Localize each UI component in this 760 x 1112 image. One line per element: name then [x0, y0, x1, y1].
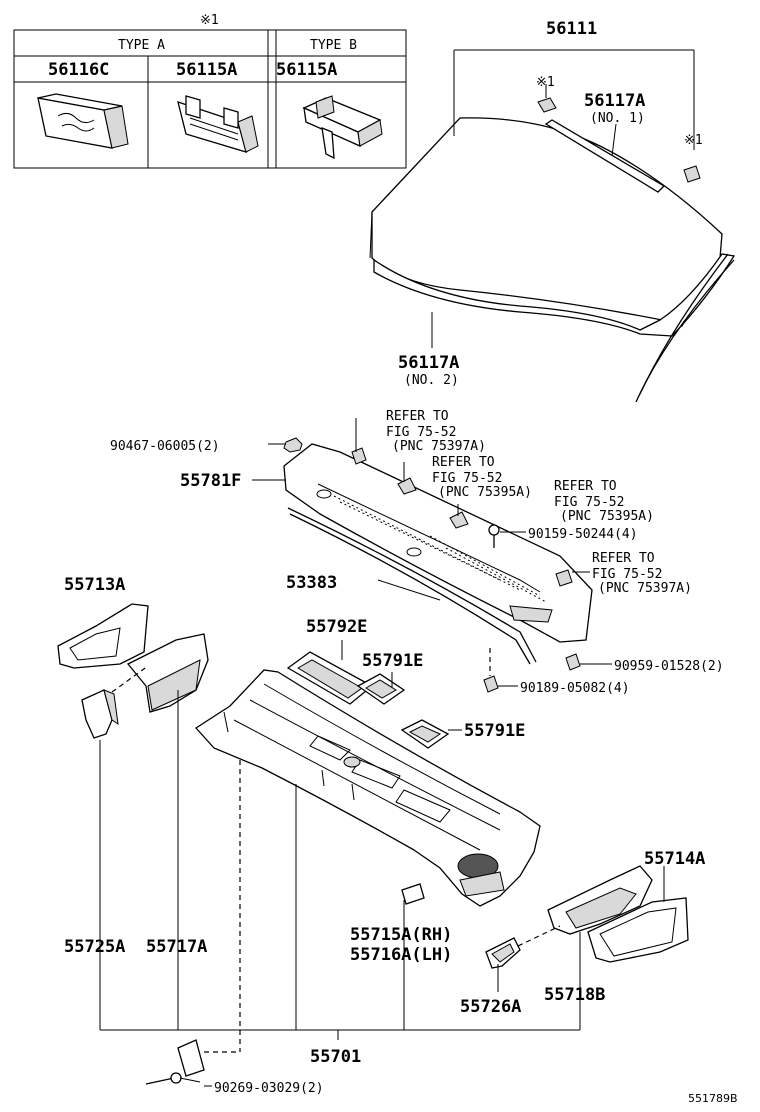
label-56111: 56111: [546, 19, 597, 39]
label-90467: 90467-06005(2): [110, 439, 220, 454]
lower-leaders: [99, 640, 665, 1087]
right-dash-link: [517, 925, 561, 947]
label-55716a-lh: 55716A(LH): [350, 945, 452, 965]
table-typeb-frame: [13, 29, 407, 169]
nut-90959: [565, 653, 581, 671]
vent-lid-55791e-2: [400, 719, 450, 749]
label-mark-right: ※1: [684, 133, 703, 148]
panel-55718b: [547, 865, 653, 935]
refer1-line2: FIG 75-52: [386, 425, 456, 440]
label-56117a-no2-note: (NO. 2): [404, 373, 459, 388]
label-90189: 90189-05082(4): [520, 681, 630, 696]
louver-leaders: [252, 418, 612, 687]
figure-id: 551789B: [688, 1092, 738, 1105]
cowl-top-55701: [195, 669, 541, 907]
label-90159: 90159-50244(4): [528, 527, 638, 542]
label-55717a: 55717A: [146, 937, 207, 957]
refer2-line3: (PNC 75395A): [438, 485, 532, 500]
refer4-line2: FIG 75-52: [592, 567, 662, 582]
label-55792e: 55792E: [306, 617, 367, 637]
label-55701: 55701: [310, 1047, 361, 1067]
refer3-line1: REFER TO: [554, 479, 617, 494]
panel-55713a: [57, 603, 149, 669]
brace-55725a: [81, 689, 119, 739]
windshield-56111: [369, 117, 723, 327]
type-b-label: TYPE B: [310, 38, 357, 53]
label-90959: 90959-01528(2): [614, 659, 724, 674]
clip-90189: [483, 675, 499, 693]
label-mark-left: ※1: [536, 75, 555, 90]
label-56117a-no1-note: (NO. 1): [590, 111, 645, 126]
reference-table: ※1 TYPE A TYPE B 56116C 56115A 56115A: [13, 13, 357, 169]
refer-note-4: REFER TO FIG 75-52 (PNC 75397A): [592, 551, 692, 596]
bolt-90269: [145, 1072, 201, 1085]
molding-no1-56117a: [544, 119, 666, 193]
vent-lid-55791e-1: [356, 673, 406, 705]
screw-90159: [488, 524, 500, 548]
refer-note-2: REFER TO FIG 75-52 (PNC 75395A): [432, 455, 532, 500]
clip-ref4: [555, 569, 573, 587]
refer4-line1: REFER TO: [592, 551, 655, 566]
label-55791e-1: 55791E: [362, 651, 423, 671]
type-a-label: TYPE A: [118, 38, 165, 53]
refer3-line3: (PNC 75395A): [560, 509, 654, 524]
label-55725a: 55725A: [64, 937, 125, 957]
table-mark: ※1: [200, 13, 219, 28]
label-55715a-rh: 55715A(RH): [350, 925, 452, 945]
refer-note-1: REFER TO FIG 75-52 (PNC 75397A): [386, 409, 486, 454]
table-col1-part: 56116C: [48, 60, 109, 80]
clip-56115a-typea-drawing: [177, 95, 259, 153]
refer-note-3: REFER TO FIG 75-52 (PNC 75395A): [554, 479, 654, 524]
clip-56116c-drawing: [37, 93, 129, 149]
refer1-line3: (PNC 75397A): [392, 439, 486, 454]
refer2-line1: REFER TO: [432, 455, 495, 470]
molding-no2-56117a: [373, 253, 736, 403]
windshield-leaders: [431, 49, 695, 348]
panel-55717a: [126, 633, 209, 713]
table-col3-part: 56115A: [276, 60, 337, 80]
seal-53383: [287, 507, 537, 665]
label-53383: 53383: [286, 573, 337, 593]
left-dash-link: [111, 665, 149, 693]
brace-55726a: [485, 937, 521, 969]
label-56117a-no2: 56117A: [398, 353, 459, 373]
label-55718b: 55718B: [544, 985, 605, 1005]
spacer-right: [683, 165, 701, 183]
label-55714a: 55714A: [644, 849, 705, 869]
label-55791e-2: 55791E: [464, 721, 525, 741]
spacer-left: [537, 97, 557, 113]
label-55713a: 55713A: [64, 575, 125, 595]
table-col2-part: 56115A: [176, 60, 237, 80]
nut-90467: [283, 437, 303, 453]
label-55781f: 55781F: [180, 471, 241, 491]
label-56117a-no1: 56117A: [584, 91, 645, 111]
refer1-line1: REFER TO: [386, 409, 449, 424]
bracket-55715a: [401, 883, 425, 905]
refer4-line3: (PNC 75397A): [598, 581, 692, 596]
clip-56115a-typeb-drawing: [302, 95, 383, 160]
panel-55714a: [587, 897, 689, 963]
label-90269: 90269-03029(2): [214, 1081, 324, 1096]
clip-ref2: [397, 477, 417, 495]
cowl-louver-55781f: [283, 443, 593, 643]
label-55726a: 55726A: [460, 997, 521, 1017]
refer2-line2: FIG 75-52: [432, 471, 502, 486]
refer3-line2: FIG 75-52: [554, 495, 624, 510]
plate-bottom: [177, 1039, 205, 1077]
